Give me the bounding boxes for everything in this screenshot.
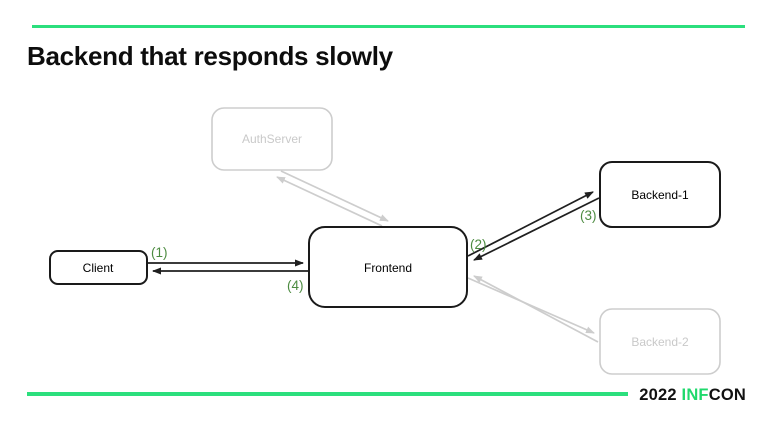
edge-label-3: (3) bbox=[580, 208, 597, 223]
edge-label-2: (2) bbox=[470, 237, 487, 252]
branding-con: CON bbox=[708, 386, 746, 404]
edge-label-4: (4) bbox=[287, 278, 304, 293]
top-accent-rule bbox=[32, 25, 745, 28]
slide-title: Backend that responds slowly bbox=[27, 41, 393, 71]
node-backend-2: Backend-2 bbox=[599, 308, 721, 375]
edge-backend-1-to-frontend bbox=[473, 197, 600, 261]
node-client: Client bbox=[49, 250, 148, 285]
node-frontend: Frontend bbox=[308, 226, 468, 308]
edge-frontend-to-backend-1 bbox=[467, 191, 594, 257]
frontend-label: Frontend bbox=[364, 261, 412, 275]
client-box bbox=[49, 250, 148, 285]
edge-frontend-to-authserver bbox=[276, 176, 383, 227]
edge-authserver-to-frontend bbox=[280, 170, 389, 222]
authserver-label: AuthServer bbox=[242, 132, 302, 146]
bottom-accent-rule bbox=[27, 392, 628, 396]
node-authserver: AuthServer bbox=[211, 107, 333, 171]
backend-2-label: Backend-2 bbox=[631, 335, 689, 349]
branding-year: 2022 bbox=[639, 386, 677, 404]
backend-1-box bbox=[599, 161, 721, 228]
authserver-box bbox=[211, 107, 333, 171]
backend-2-box bbox=[599, 308, 721, 375]
conference-branding: 2022 INFCON bbox=[639, 386, 746, 405]
branding-inf: INF bbox=[681, 386, 709, 404]
client-label: Client bbox=[83, 261, 114, 275]
frontend-box bbox=[308, 226, 468, 308]
edge-backend-2-to-frontend bbox=[473, 275, 599, 343]
edge-label-1: (1) bbox=[151, 245, 168, 260]
node-backend-1: Backend-1 bbox=[599, 161, 721, 228]
backend-1-label: Backend-1 bbox=[631, 188, 689, 202]
